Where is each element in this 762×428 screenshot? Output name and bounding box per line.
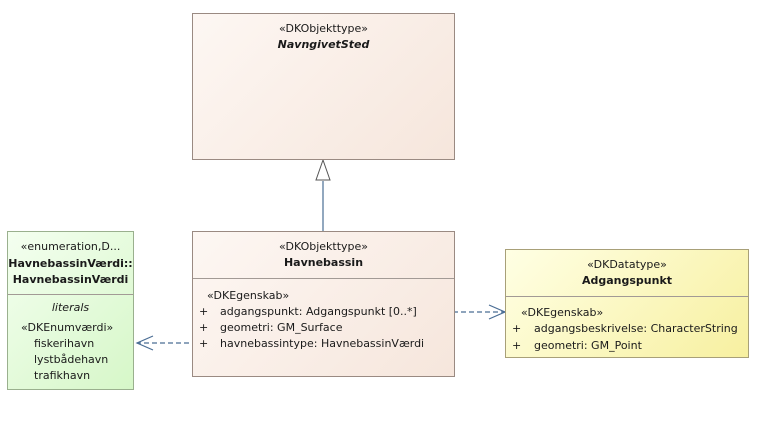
class-havnebassin[interactable]: «DKObjekttype» Havnebassin «DKEgenskab» … <box>192 231 455 377</box>
attr-adgangsbeskrivelse[interactable]: adgangsbeskrivelse: CharacterString <box>534 322 738 335</box>
adgangspunkt-name: Adgangspunkt <box>581 274 673 287</box>
enum-literal[interactable]: lystbådehavn <box>34 353 109 366</box>
havnebassin-stereotype: «DKObjekttype» <box>278 240 369 253</box>
attr-geometri[interactable]: geometri: GM_Surface <box>220 321 343 334</box>
generalization-arrowhead <box>315 158 331 181</box>
adgangspunkt-divider <box>506 296 748 297</box>
attr-havnebassintype[interactable]: havnebassintype: HavnebassinVærdi <box>220 337 425 350</box>
adgangspunkt-stereotype: «DKDatatype» <box>587 258 667 271</box>
enum-literal[interactable]: trafikhavn <box>34 369 91 382</box>
attr-visibility: + <box>512 322 522 335</box>
havnebassin-divider <box>193 278 454 279</box>
enum-literal[interactable]: fiskerihavn <box>34 337 95 350</box>
attr-adgangspunkt[interactable]: adgangspunkt: Adgangspunkt [0..*] <box>220 305 417 318</box>
attr-visibility: + <box>512 339 522 352</box>
navngivetsted-stereotype: «DKObjekttype» <box>278 22 369 35</box>
attr-geometri[interactable]: geometri: GM_Point <box>534 339 642 352</box>
enum-literal-stereotype: «DKEnumværdi» <box>21 321 114 334</box>
attr-visibility: + <box>199 305 209 318</box>
havnebassin-name: Havnebassin <box>283 256 364 269</box>
enum-divider <box>8 294 133 295</box>
enum-name-line2: HavnebassinVærdi <box>12 273 129 286</box>
enum-name-line1: HavnebassinVærdi:: <box>8 257 133 270</box>
navngivetsted-name: NavngivetSted <box>277 38 370 51</box>
enum-section-label: literals <box>51 301 90 314</box>
enum-stereotype: «enumeration,D... <box>20 240 121 253</box>
class-navngivetsted[interactable]: «DKObjekttype» NavngivetSted <box>192 13 455 160</box>
attr-visibility: + <box>199 321 209 334</box>
adgangspunkt-attr-stereotype: «DKEgenskab» <box>521 306 604 319</box>
attr-visibility: + <box>199 337 209 350</box>
class-adgangspunkt[interactable]: «DKDatatype» Adgangspunkt «DKEgenskab» +… <box>505 249 749 358</box>
dependency-arrowhead-enumeration <box>135 335 154 351</box>
class-havnebassinvaerdi[interactable]: «enumeration,D... HavnebassinVærdi:: Hav… <box>7 231 134 390</box>
havnebassin-attr-stereotype: «DKEgenskab» <box>207 289 290 302</box>
